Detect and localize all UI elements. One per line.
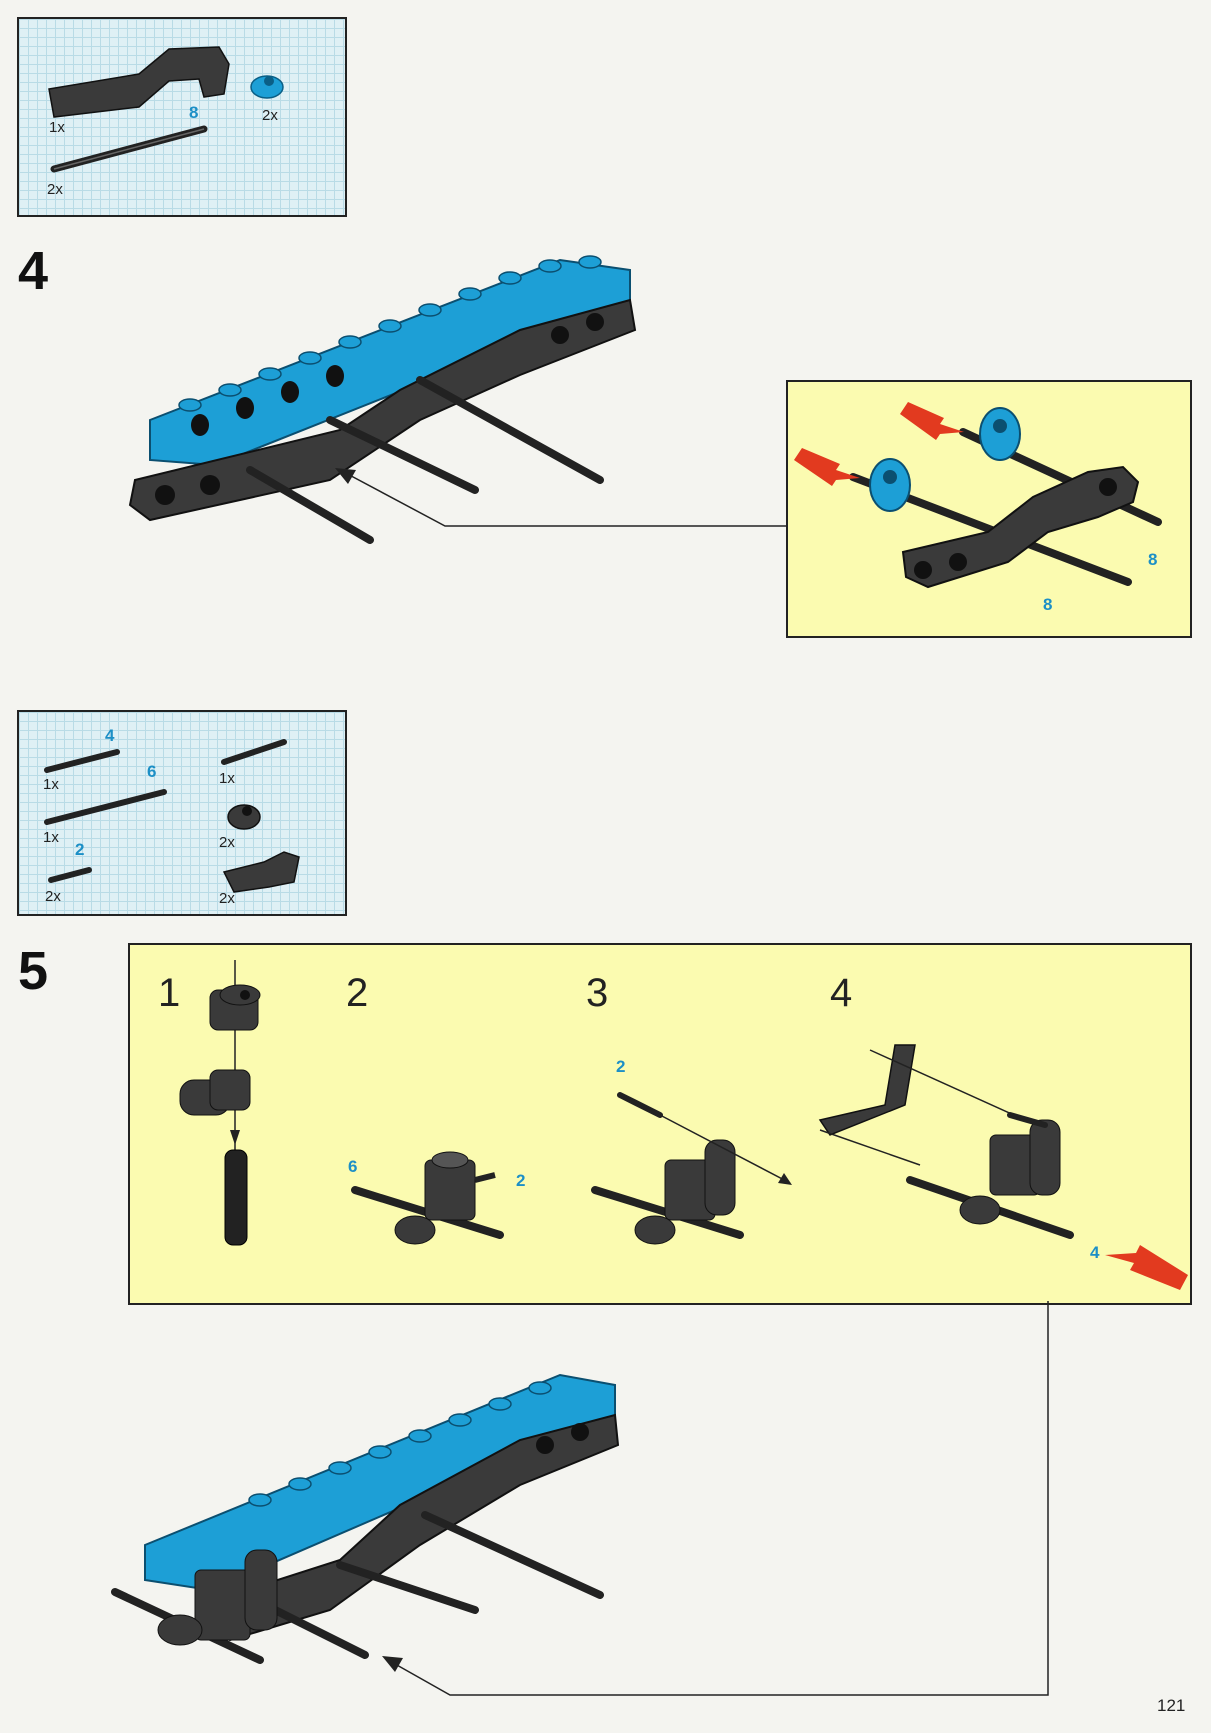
parts-list-step4: 1x 2x 8 2x <box>17 17 347 217</box>
s2-axle6-label: 6 <box>348 1157 358 1176</box>
axle-qty: 2x <box>47 181 63 198</box>
axle2-qty: 2x <box>45 888 61 905</box>
axle6-length: 6 <box>147 762 157 781</box>
step-number-5: 5 <box>18 941 49 1001</box>
detail-length-label-2: 8 <box>1043 595 1053 614</box>
substep-1: 1 <box>158 971 181 1015</box>
page-number: 121 <box>1157 1696 1186 1715</box>
step5-subassembly-illustration <box>179 960 1188 1290</box>
s2-axle2-label: 2 <box>516 1171 526 1190</box>
step-number-4: 4 <box>18 241 49 301</box>
parts-illustration-step4 <box>48 46 284 173</box>
parts-illustration-step5 <box>44 739 300 893</box>
connector-qty: 2x <box>262 107 278 124</box>
step5-subassembly-box: 1 2 3 4 6 2 2 4 <box>128 943 1192 1305</box>
lbeam-qty: 2x <box>219 890 235 907</box>
substep-4: 4 <box>830 971 853 1015</box>
s3-axle2-label: 2 <box>616 1057 626 1076</box>
axle4-length: 4 <box>105 726 115 745</box>
axle6-qty: 1x <box>43 829 59 846</box>
axle2-length: 2 <box>75 840 85 859</box>
s4-axle4-label: 4 <box>1090 1243 1100 1262</box>
connector5-qty: 2x <box>219 834 235 851</box>
axle-length-label: 8 <box>189 103 199 122</box>
substep-3: 3 <box>586 971 609 1015</box>
beam-qty: 1x <box>49 119 65 136</box>
pin-qty: 1x <box>219 770 235 787</box>
detail-length-label-1: 8 <box>1148 550 1158 569</box>
axle4-qty: 1x <box>43 776 59 793</box>
step4-detail-illustration <box>794 402 1162 589</box>
step4-detail-box: 8 8 <box>786 380 1192 638</box>
parts-list-step5: 4 1x 6 1x 2 2x 1x 2x 2x <box>17 710 347 916</box>
substep-2: 2 <box>346 971 369 1015</box>
